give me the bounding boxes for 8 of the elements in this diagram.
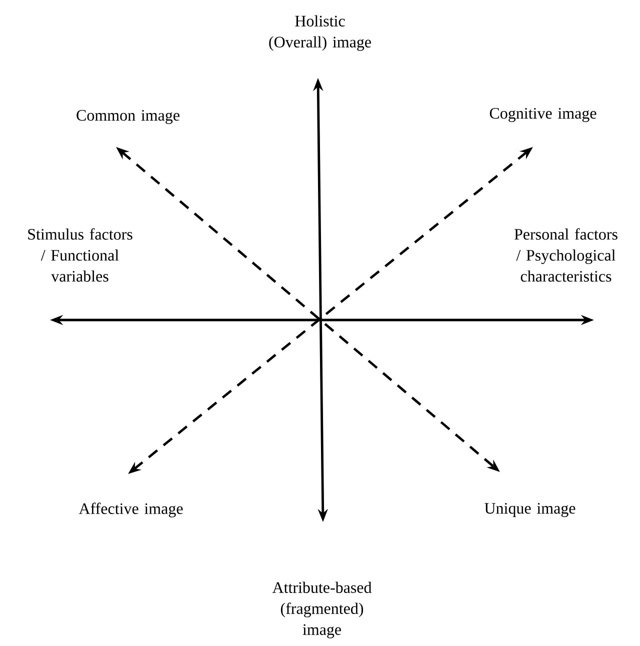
concept-label: Unique image <box>484 502 576 518</box>
concept-label: Cognitive image <box>490 108 596 122</box>
concept-label: Attribute-based (fragmented) image <box>272 582 372 638</box>
concept-label: Holistic (Overall) image <box>269 15 371 51</box>
concept-label: Stimulus factors / Functional variables <box>28 228 132 282</box>
concept-label: Common image <box>76 110 180 124</box>
concept-label: Affective image <box>78 502 183 518</box>
concept-label: Personal factors / Psychological characteristics <box>514 228 618 282</box>
